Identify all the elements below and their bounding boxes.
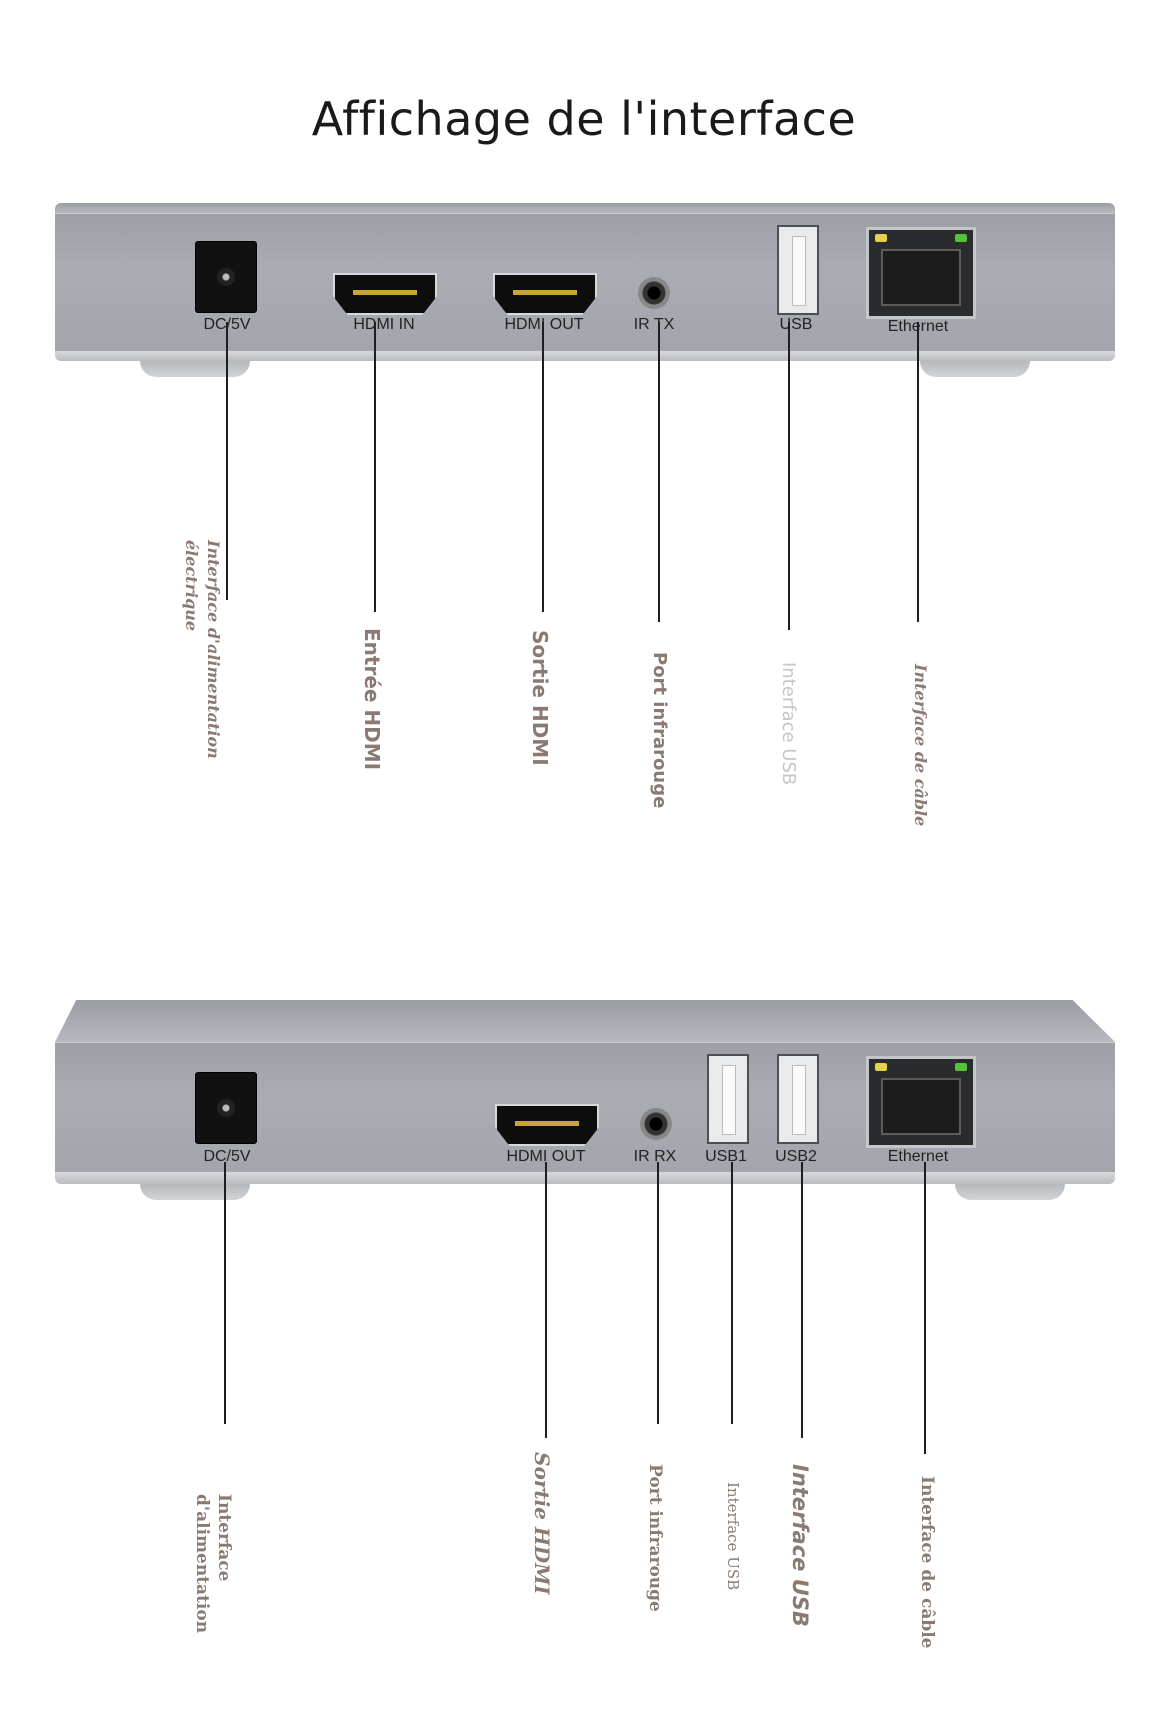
transmitter-device: DC/5V HDMI IN HDMI OUT IR TX USB Etherne… [55,203,1115,377]
transmitter-label-hdmi-in: HDMI IN [353,316,415,333]
transmitter-usb-port [777,225,819,315]
receiver-leader-ethernet [924,1162,926,1454]
receiver-usb2-port [777,1054,819,1144]
receiver-label-ir: IR RX [633,1148,677,1165]
receiver-ir-rx-jack [640,1108,672,1140]
transmitter-callout-usb: Interface USB [778,662,799,786]
receiver-label-hdmi-out: HDMI OUT [506,1148,586,1165]
receiver-leader-usb2 [801,1162,803,1438]
transmitter-hdmi-out-port [493,273,597,315]
receiver-leader-usb1 [731,1162,733,1424]
receiver-leader-ir [657,1162,659,1424]
transmitter-leader-hdmi-in [374,322,376,612]
receiver-hdmi-out-port [495,1104,599,1146]
receiver-foot-right [955,1184,1065,1200]
receiver-callout-usb2: Interface USB [788,1464,812,1627]
transmitter-leader-power [226,322,228,600]
receiver-top-face [55,1000,1115,1042]
receiver-label-usb1: USB1 [705,1148,747,1165]
transmitter-ethernet-led-green [955,234,967,242]
transmitter-foot-right [920,361,1030,377]
transmitter-hdmi-in-port [333,273,437,315]
transmitter-callout-hdmi-out: Sortie HDMI [528,630,552,766]
receiver-bottom-edge [55,1172,1115,1184]
receiver-callout-usb1: Interface USB [724,1482,742,1591]
receiver-callout-ethernet: Interface de câble [917,1476,937,1649]
transmitter-callout-hdmi-in: Entrée HDMI [360,628,384,771]
page-title: Affichage de l'interface [311,92,857,146]
receiver-callout-power: Interface d'alimentation [192,1494,234,1634]
transmitter-ethernet-port [866,227,976,319]
transmitter-bottom-edge [55,351,1115,361]
receiver-dc-power-jack [195,1072,257,1144]
transmitter-label-usb: USB [779,316,813,333]
transmitter-foot-left [140,361,250,377]
receiver-callout-ir: Port infrarouge [645,1464,665,1612]
receiver-leader-hdmi-out [545,1162,547,1438]
transmitter-leader-hdmi-out [542,322,544,612]
transmitter-label-ir: IR TX [633,316,675,333]
transmitter-callout-power: Interface d'alimentation électrique [182,540,223,759]
receiver-leader-power [224,1162,226,1424]
transmitter-ir-tx-jack [638,277,670,309]
transmitter-leader-ir [658,322,660,622]
transmitter-label-hdmi-out: HDMI OUT [504,316,584,333]
transmitter-top-face [55,203,1115,213]
transmitter-leader-usb [788,322,790,630]
receiver-ethernet-led-yellow [875,1063,887,1071]
receiver-label-ethernet: Ethernet [887,1148,949,1165]
receiver-ethernet-led-green [955,1063,967,1071]
receiver-callout-hdmi-out: Sortie HDMI [530,1452,554,1595]
receiver-label-usb2: USB2 [775,1148,817,1165]
receiver-label-dc: DC/5V [203,1148,251,1165]
transmitter-callout-ethernet: Interface de câble [911,664,930,827]
transmitter-leader-ethernet [917,322,919,622]
receiver-usb1-port [707,1054,749,1144]
receiver-ethernet-port [866,1056,976,1148]
transmitter-ethernet-led-yellow [875,234,887,242]
transmitter-dc-power-jack [195,241,257,313]
receiver-device: DC/5V HDMI OUT IR RX USB1 USB2 Ethernet [55,1000,1115,1200]
receiver-foot-left [140,1184,250,1200]
transmitter-callout-ir: Port infrarouge [649,652,670,809]
